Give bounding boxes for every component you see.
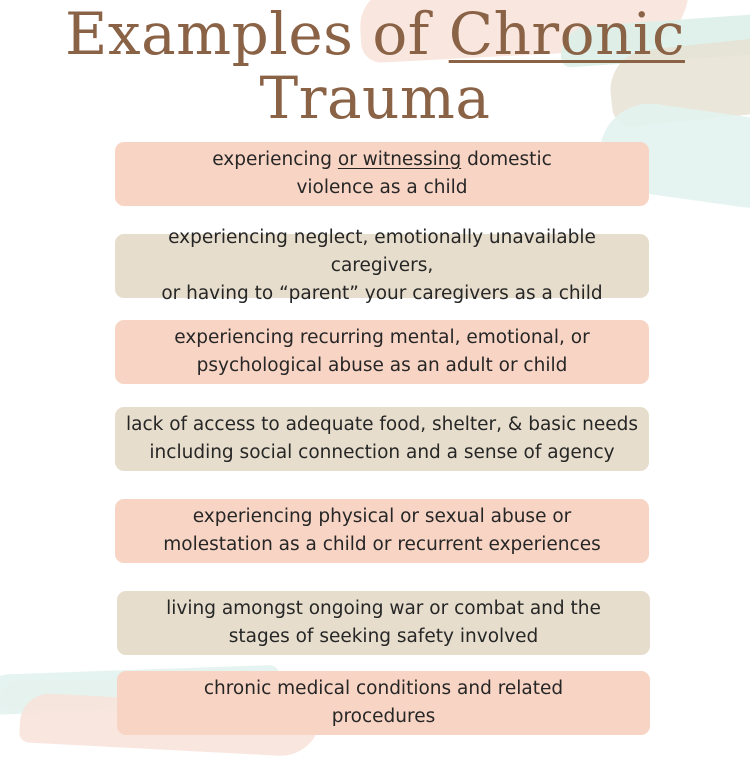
title-emphasis: Chronic bbox=[448, 0, 685, 68]
example-card-medical-conditions: chronic medical conditions and related p… bbox=[117, 671, 650, 735]
page-title: Examples of Chronic Trauma bbox=[0, 2, 750, 130]
example-card-text: living amongst ongoing war or combat and… bbox=[166, 598, 601, 647]
title-line-2: Trauma bbox=[259, 64, 491, 132]
example-card-text: experiencing recurring mental, emotional… bbox=[174, 327, 590, 376]
example-card-domestic-violence: experiencing or witnessing domestic viol… bbox=[115, 142, 649, 206]
example-card-text: experiencing or witnessing domestic viol… bbox=[212, 149, 552, 198]
example-card-text: experiencing physical or sexual abuse or… bbox=[163, 506, 601, 555]
example-card-neglect: experiencing neglect, emotionally unavai… bbox=[115, 227, 649, 304]
example-card-basic-needs: lack of access to adequate food, shelter… bbox=[115, 407, 649, 471]
underlined-phrase: or witnessing bbox=[337, 149, 462, 170]
example-card-text: experiencing neglect, emotionally unavai… bbox=[161, 227, 603, 304]
example-card-psychological-abuse: experiencing recurring mental, emotional… bbox=[115, 320, 649, 384]
title-prefix: Examples of bbox=[65, 0, 449, 68]
example-card-text: chronic medical conditions and related p… bbox=[203, 678, 564, 727]
example-card-war-combat: living amongst ongoing war or combat and… bbox=[117, 591, 650, 655]
example-card-text: lack of access to adequate food, shelter… bbox=[125, 414, 639, 463]
brush-stroke-decoration bbox=[0, 680, 120, 710]
example-card-physical-abuse: experiencing physical or sexual abuse or… bbox=[115, 499, 649, 563]
